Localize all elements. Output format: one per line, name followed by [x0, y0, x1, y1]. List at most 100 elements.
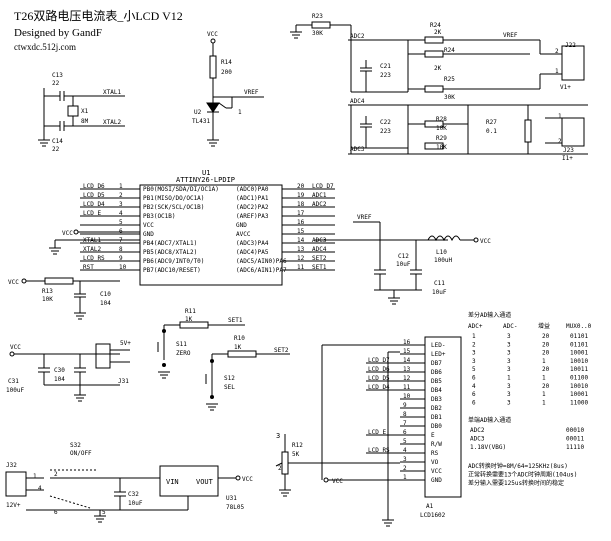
r28-ref: R28 [436, 116, 447, 123]
mcu-pin-num: 16 [297, 219, 305, 226]
r23-value: 30K [312, 30, 323, 37]
table1-cell: 1 [507, 375, 511, 382]
lcd-pin-name: E [431, 432, 435, 439]
mcu-pin-num: 13 [297, 246, 305, 253]
r14-ref: R14 [221, 59, 232, 66]
svg-text:5: 5 [102, 509, 106, 516]
svg-text:3: 3 [276, 432, 280, 440]
table1-header: ADC- [503, 323, 517, 330]
lcd-pin-num: 14 [403, 357, 411, 364]
lcd-pin-name: DB7 [431, 360, 442, 367]
table1-cell: 2 [472, 341, 476, 348]
r10-ref: R10 [234, 335, 245, 342]
lcd-pin-num: 4 [403, 447, 407, 454]
s32-ref: S32 [70, 442, 81, 449]
c12-value: 10uF [396, 261, 411, 268]
r10-value: 1K [234, 344, 242, 351]
mcu-net-label: SET1 [312, 264, 327, 271]
buttons: R11 1K SET1 S11 ZERO R10 1K SET2 S12 SEL [157, 308, 290, 411]
mcu-net-label: XTAL2 [83, 246, 101, 253]
r25-ref: R25 [444, 76, 455, 83]
svg-text:2: 2 [558, 138, 562, 145]
c32-ref: C32 [128, 491, 139, 498]
u31-value: 78L05 [226, 504, 244, 511]
r25-value: 30K [444, 94, 455, 101]
net-adc2: ADC2 [350, 33, 365, 40]
table1-header: 增益 [538, 322, 550, 330]
lcd-pin-num: 9 [403, 402, 407, 409]
website: ctwxdc.512j.com [14, 42, 76, 52]
mcu-pin-num: 4 [119, 210, 123, 217]
vcc-label-avcc: VCC [480, 238, 491, 245]
table1-cell: 3 [507, 391, 511, 398]
r29-value: 10K [436, 144, 447, 151]
mcu-pin-num: 2 [119, 192, 123, 199]
lcd-pin-num: 3 [403, 456, 407, 463]
lcd-pin-name: LED- [431, 342, 445, 349]
c21-value: 223 [380, 72, 391, 79]
lcd-pin-num: 1 [403, 474, 407, 481]
c31-value: 100uF [6, 387, 24, 394]
r24-ref: R24 [430, 22, 441, 29]
r27-value: 0.1 [486, 128, 497, 135]
net-set2-b: SET2 [274, 347, 289, 354]
c13-ref: C13 [52, 72, 63, 79]
mcu-pin-name: PB1(MISO/DO/OC1A) [143, 195, 204, 202]
table1-cell: 1 [542, 375, 546, 382]
a1-value: LCD1602 [420, 512, 446, 519]
12v-label: 12V+ [6, 502, 21, 509]
u2-value: TL431 [192, 118, 210, 125]
crystal-circuit: C13 22 XTAL1 XTAL2 C14 22 X1 8M [38, 72, 125, 153]
c22-ref: C22 [380, 119, 391, 126]
lcd-net-label: LCD_RS [368, 447, 390, 454]
svg-text:2: 2 [555, 48, 559, 55]
mcu-pin-name: PB2(SCK/SCL/OC1B) [143, 204, 204, 211]
table1-cell: 3 [507, 350, 511, 357]
lcd-pin-num: 10 [403, 393, 411, 400]
lcd-net-label: LCD_D7 [368, 357, 390, 364]
mcu-pin-name: PB3(OC1B) [143, 213, 176, 220]
x1-value: 8M [81, 118, 89, 125]
c13-value: 22 [52, 80, 60, 87]
mcu-pin-name: (ADC2)PA2 [236, 204, 269, 211]
mcu-pin-num: 5 [119, 219, 123, 226]
table1-header: MUX0..0 [566, 323, 592, 330]
r11-ref: R11 [185, 308, 196, 315]
mcu-pin-name: VCC [143, 222, 154, 229]
u2-ref: U2 [194, 109, 202, 116]
net-set1-b: SET1 [228, 317, 243, 324]
mcu-pin-num: 3 [119, 201, 123, 208]
mcu-pin-num: 15 [297, 228, 305, 235]
table2-cell: 00011 [566, 436, 584, 443]
table1-cell: 11000 [570, 399, 588, 406]
note-line: ADC转换时钟=8M/64=125KHz(8us) [468, 462, 568, 470]
lcd-pin-name: DB2 [431, 405, 442, 412]
a1-ref: A1 [426, 503, 434, 510]
mcu-body [139, 184, 283, 286]
mcu-pin-name: (AREF)PA3 [236, 213, 269, 220]
notes-body: ADC转换时钟=8M/64=125KHz(8us)正常转换需要13个ADC时钟周… [468, 462, 577, 487]
divider-circuit: R23 30K ADC2 R24 2K VREF R24 2K R25 30K … [290, 13, 588, 162]
table1-cell: 10001 [570, 350, 588, 357]
mcu-pin-num: 10 [119, 264, 127, 271]
c30-value: 104 [54, 376, 65, 383]
mcu-pin-name: PB4(ADC7/XTAL1) [143, 240, 197, 247]
lcd-pin-num: 13 [403, 366, 411, 373]
r24b-ref: R24 [444, 47, 455, 54]
table1-cell: 4 [472, 383, 476, 390]
schematic-title: T26双路电压电流表_小LCD V12 [14, 9, 183, 23]
j31-ref: J31 [118, 378, 129, 385]
table1-cell: 3 [507, 341, 511, 348]
c12-ref: C12 [398, 253, 409, 260]
designer-credit: Designed by GandF [14, 27, 102, 39]
lcd-pin-name: DB6 [431, 369, 442, 376]
j22-ref: J22 [565, 42, 576, 49]
mcu-pin-name: (ADC4)PA5 [236, 249, 269, 256]
mcu-pin-num: 14 [297, 237, 305, 244]
mcu-pin-num: 20 [297, 183, 305, 190]
